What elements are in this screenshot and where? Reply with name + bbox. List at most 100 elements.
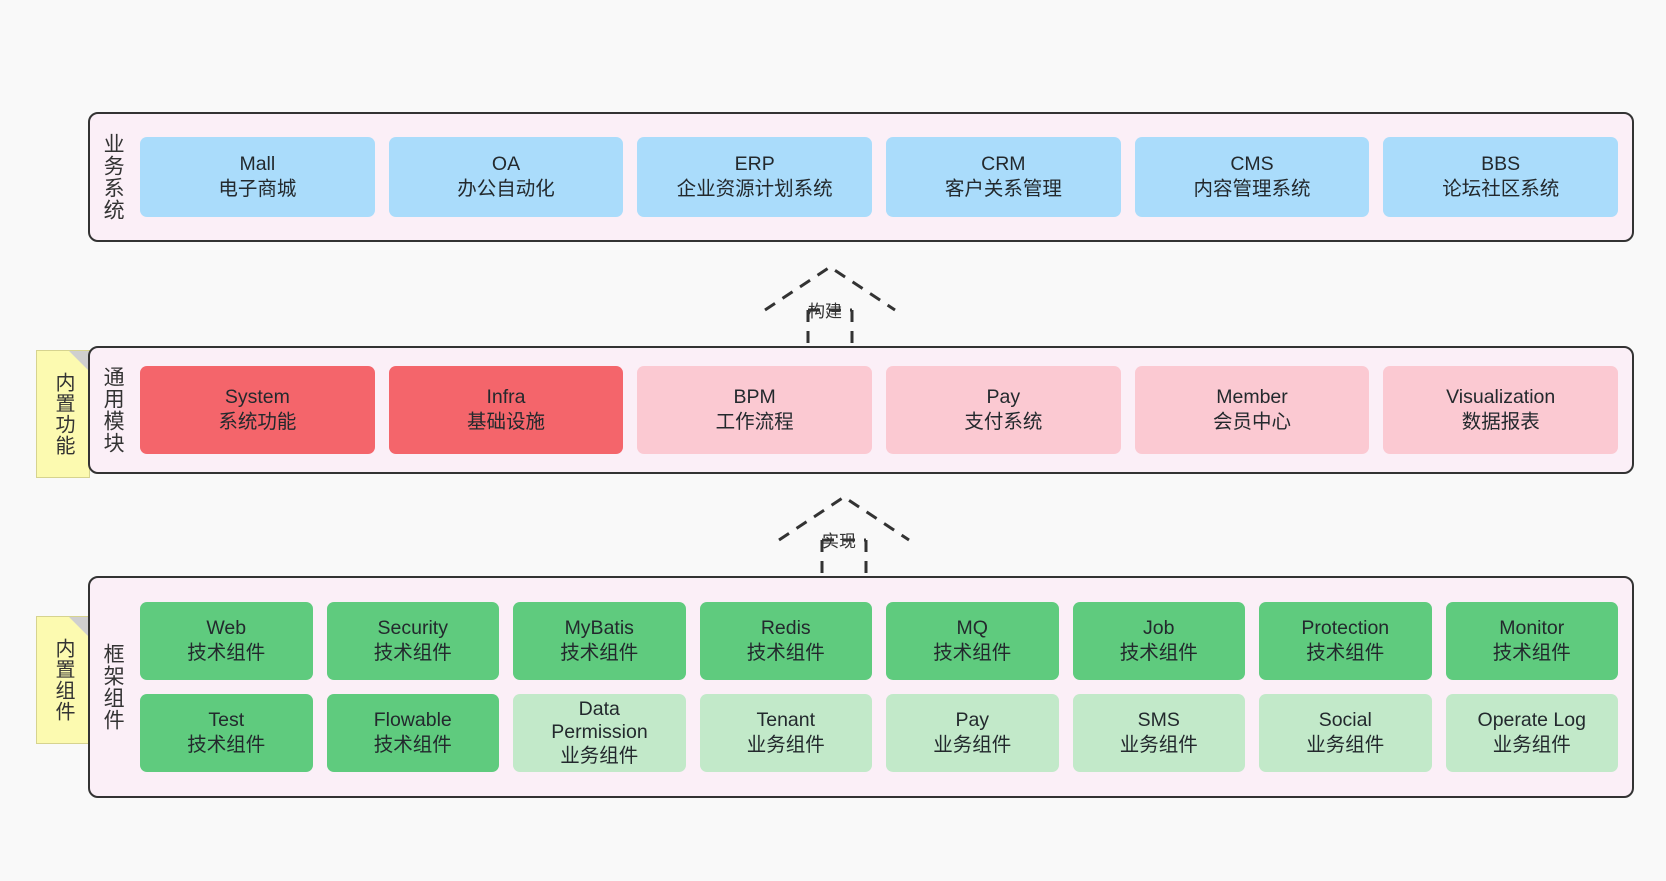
card-oa-title: OA (491, 153, 521, 176)
connector-implement: 实现 (774, 492, 914, 580)
card-mall[interactable]: Mall 电子商城 (140, 137, 375, 217)
card-infra[interactable]: Infra 基础设施 (388, 366, 624, 454)
card-system[interactable]: System 系统功能 (140, 366, 375, 454)
card-member-title: Member (1216, 386, 1288, 409)
card-pay-module[interactable]: Pay 支付系统 (886, 366, 1121, 454)
card-security-subtitle: 技术组件 (373, 642, 452, 664)
card-member[interactable]: Member 会员中心 (1134, 366, 1370, 454)
card-operate-log[interactable]: Operate Log 业务组件 (1445, 694, 1618, 772)
card-monitor-subtitle: 技术组件 (1492, 642, 1571, 664)
card-erp-title: ERP (734, 153, 775, 176)
card-pay-component-subtitle: 业务组件 (933, 734, 1012, 756)
card-visualization-subtitle: 数据报表 (1461, 411, 1540, 433)
card-job-title: Job (1143, 617, 1175, 640)
card-cms[interactable]: CMS 内容管理系统 (1134, 137, 1370, 217)
card-web-subtitle: 技术组件 (187, 642, 266, 664)
card-pay-module-title: Pay (986, 386, 1021, 409)
card-sms-subtitle: 业务组件 (1119, 734, 1198, 756)
note-builtin-features: 内置功能 (36, 350, 90, 478)
note-builtin-components-text: 内置组件 (52, 638, 74, 722)
card-mybatis-title: MyBatis (564, 617, 634, 640)
card-monitor[interactable]: Monitor 技术组件 (1445, 602, 1618, 680)
card-protection-subtitle: 技术组件 (1306, 642, 1385, 664)
card-cms-subtitle: 内容管理系统 (1193, 178, 1311, 200)
card-redis-title: Redis (760, 617, 811, 640)
card-system-title: System (224, 386, 290, 409)
card-crm[interactable]: CRM 客户关系管理 (886, 137, 1121, 217)
layer-body-business-system: Mall 电子商城 OA 办公自动化 ERP 企业资源计划系统 CRM 客户关系… (134, 114, 1632, 240)
card-web-title: Web (206, 617, 247, 640)
card-infra-subtitle: 基础设施 (467, 411, 546, 433)
card-bpm-subtitle: 工作流程 (715, 411, 794, 433)
card-tenant-subtitle: 业务组件 (746, 734, 825, 756)
layer-title-framework-components: 框架组件 (101, 643, 125, 731)
card-visualization-title: Visualization (1446, 386, 1556, 409)
card-mybatis-subtitle: 技术组件 (560, 642, 639, 664)
card-pay-component-title: Pay (955, 709, 990, 732)
layer-title-business-system: 业务系统 (101, 133, 125, 221)
card-monitor-title: Monitor (1499, 617, 1565, 640)
layer-framework-components: 框架组件 Web 技术组件 Security 技术组件 MyBatis 技术组件… (88, 576, 1634, 798)
note-builtin-components: 内置组件 (36, 616, 90, 744)
card-oa[interactable]: OA 办公自动化 (388, 137, 624, 217)
card-mq[interactable]: MQ 技术组件 (886, 602, 1059, 680)
card-infra-title: Infra (486, 386, 526, 409)
layer-body-framework-components: Web 技术组件 Security 技术组件 MyBatis 技术组件 Redi… (134, 578, 1632, 796)
card-web[interactable]: Web 技术组件 (140, 602, 313, 680)
card-erp[interactable]: ERP 企业资源计划系统 (637, 137, 873, 217)
common-modules-row: System 系统功能 Infra 基础设施 BPM 工作流程 Pay 支付系统… (140, 366, 1619, 454)
card-bbs-title: BBS (1481, 153, 1521, 176)
card-security[interactable]: Security 技术组件 (326, 602, 499, 680)
card-mq-subtitle: 技术组件 (933, 642, 1012, 664)
card-flowable[interactable]: Flowable 技术组件 (326, 694, 499, 772)
card-job-subtitle: 技术组件 (1119, 642, 1198, 664)
card-data-permission[interactable]: Data Permission 业务组件 (513, 694, 686, 772)
card-oa-subtitle: 办公自动化 (457, 178, 555, 200)
card-bbs[interactable]: BBS 论坛社区系统 (1383, 137, 1619, 217)
card-sms[interactable]: SMS 业务组件 (1072, 694, 1245, 772)
card-pay-component[interactable]: Pay 业务组件 (886, 694, 1059, 772)
layer-business-system: 业务系统 Mall 电子商城 OA 办公自动化 ERP 企业资源计划系统 CRM… (88, 112, 1634, 242)
card-social-title: Social (1318, 709, 1372, 732)
card-mybatis[interactable]: MyBatis 技术组件 (513, 602, 686, 680)
card-tenant-title: Tenant (756, 709, 816, 732)
card-flowable-title: Flowable (373, 709, 452, 732)
card-mall-title: Mall (239, 153, 276, 176)
card-test[interactable]: Test 技术组件 (140, 694, 313, 772)
card-erp-subtitle: 企业资源计划系统 (676, 178, 833, 200)
layer-title-common-modules: 通用模块 (101, 366, 125, 454)
card-mall-subtitle: 电子商城 (218, 178, 297, 200)
card-visualization[interactable]: Visualization 数据报表 (1383, 366, 1619, 454)
card-operate-log-subtitle: 业务组件 (1492, 734, 1571, 756)
card-member-subtitle: 会员中心 (1213, 411, 1292, 433)
framework-components-row-2: Test 技术组件 Flowable 技术组件 Data Permission … (140, 694, 1618, 772)
note-fold-corner-icon (69, 617, 89, 637)
card-mq-title: MQ (956, 617, 988, 640)
business-system-row: Mall 电子商城 OA 办公自动化 ERP 企业资源计划系统 CRM 客户关系… (140, 137, 1619, 217)
connector-build: 构建 (760, 262, 900, 350)
layer-common-modules: 通用模块 System 系统功能 Infra 基础设施 BPM 工作流程 Pay… (88, 346, 1634, 474)
card-job[interactable]: Job 技术组件 (1072, 602, 1245, 680)
card-pay-module-subtitle: 支付系统 (964, 411, 1043, 433)
note-fold-corner-icon (69, 351, 89, 371)
card-data-permission-subtitle: 业务组件 (560, 744, 639, 767)
card-protection-title: Protection (1301, 617, 1390, 640)
card-bpm[interactable]: BPM 工作流程 (637, 366, 873, 454)
card-cms-title: CMS (1230, 153, 1274, 176)
connector-build-label: 构建 (808, 302, 842, 321)
card-data-permission-title: Data Permission (551, 697, 648, 743)
card-redis[interactable]: Redis 技术组件 (699, 602, 872, 680)
card-flowable-subtitle: 技术组件 (373, 734, 452, 756)
card-social[interactable]: Social 业务组件 (1259, 694, 1432, 772)
card-crm-title: CRM (981, 153, 1026, 176)
note-builtin-features-text: 内置功能 (52, 372, 74, 456)
card-test-subtitle: 技术组件 (187, 734, 266, 756)
connector-implement-label: 实现 (822, 532, 856, 551)
card-crm-subtitle: 客户关系管理 (944, 178, 1062, 200)
card-operate-log-title: Operate Log (1477, 709, 1586, 732)
card-protection[interactable]: Protection 技术组件 (1259, 602, 1432, 680)
card-social-subtitle: 业务组件 (1306, 734, 1385, 756)
card-system-subtitle: 系统功能 (218, 411, 297, 433)
card-tenant[interactable]: Tenant 业务组件 (699, 694, 872, 772)
